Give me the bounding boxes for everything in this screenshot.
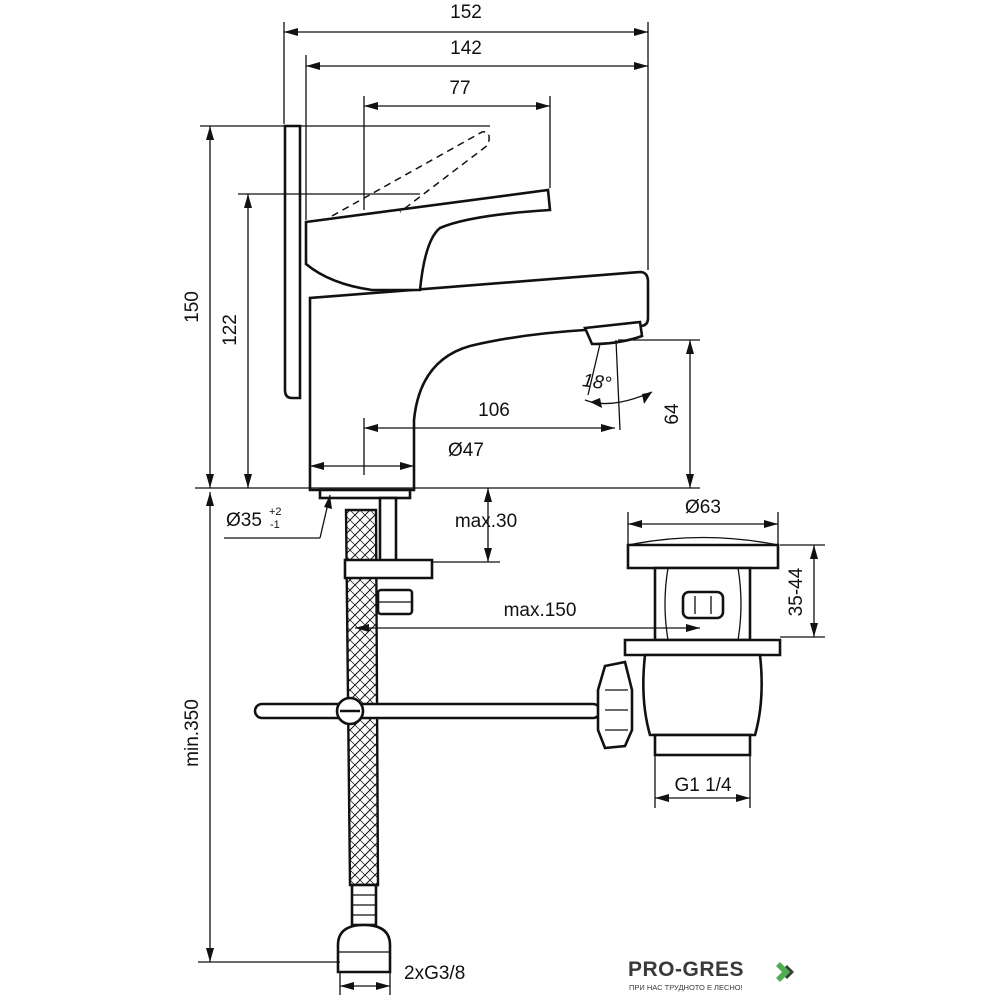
base-ring — [318, 488, 412, 500]
linkage-rod — [253, 702, 602, 720]
supply-assembly — [336, 496, 434, 974]
fixing-plate — [343, 558, 434, 580]
popup-linkage — [253, 696, 602, 726]
dimension-lines — [195, 22, 825, 995]
dim-hole-tol-plus: +2 — [269, 506, 282, 518]
dimension-labels: 152 142 77 150 122 106 Ø47 18° 64 Ø35 +2… — [182, 2, 807, 984]
arrowheads — [206, 28, 818, 990]
dim-max-thickness: max.30 — [455, 511, 517, 532]
waste-slot — [681, 590, 725, 620]
dim-hole-diameter: Ø35 — [226, 510, 262, 531]
dim-waste-range: 35-44 — [786, 567, 807, 616]
dim-waste-thread: G1 1/4 — [674, 775, 731, 796]
braided-hose — [344, 508, 380, 887]
linkage-hex-nut — [596, 660, 634, 750]
waste-collar — [623, 638, 782, 657]
threaded-stud — [378, 496, 398, 564]
dim-rod-length: max.150 — [504, 600, 577, 621]
dim-min-hose: min.350 — [182, 699, 203, 767]
dim-spout-reach: 106 — [478, 400, 510, 421]
lever-handle — [304, 188, 552, 292]
waste-tail — [653, 733, 752, 757]
dim-handle-reach: 77 — [449, 78, 470, 99]
faucet-body — [283, 124, 650, 500]
dim-body-width: 142 — [450, 38, 482, 59]
dim-body-diameter: Ø47 — [448, 440, 484, 461]
hose-nut — [336, 923, 392, 974]
dim-total-width: 152 — [450, 2, 482, 23]
dim-hose-thread: 2xG3/8 — [404, 963, 465, 984]
diamond-arrow-icon — [776, 962, 794, 982]
aerator — [583, 320, 644, 346]
dim-height-handle: 122 — [220, 314, 241, 346]
dim-flange-diameter: Ø63 — [685, 497, 721, 518]
popup-rod — [283, 124, 302, 400]
dim-height-total: 150 — [182, 291, 203, 323]
waste-flange — [626, 543, 780, 570]
logo-tagline: ПРИ НАС ТРУДНОТО Е ЛЕСНО! — [629, 983, 743, 992]
dim-hole-tol-minus: -1 — [270, 519, 280, 531]
dim-spout-height: 64 — [662, 403, 683, 425]
brand-logo: PRO-GRES ПРИ НАС ТРУДНОТО Е ЛЕСНО! — [628, 958, 798, 994]
waste-assembly — [596, 536, 782, 757]
dim-spout-angle: 18° — [581, 370, 613, 395]
lever-raised-outline — [331, 131, 490, 217]
logo-name: PRO-GRES — [628, 958, 745, 981]
waste-lower — [642, 653, 763, 737]
